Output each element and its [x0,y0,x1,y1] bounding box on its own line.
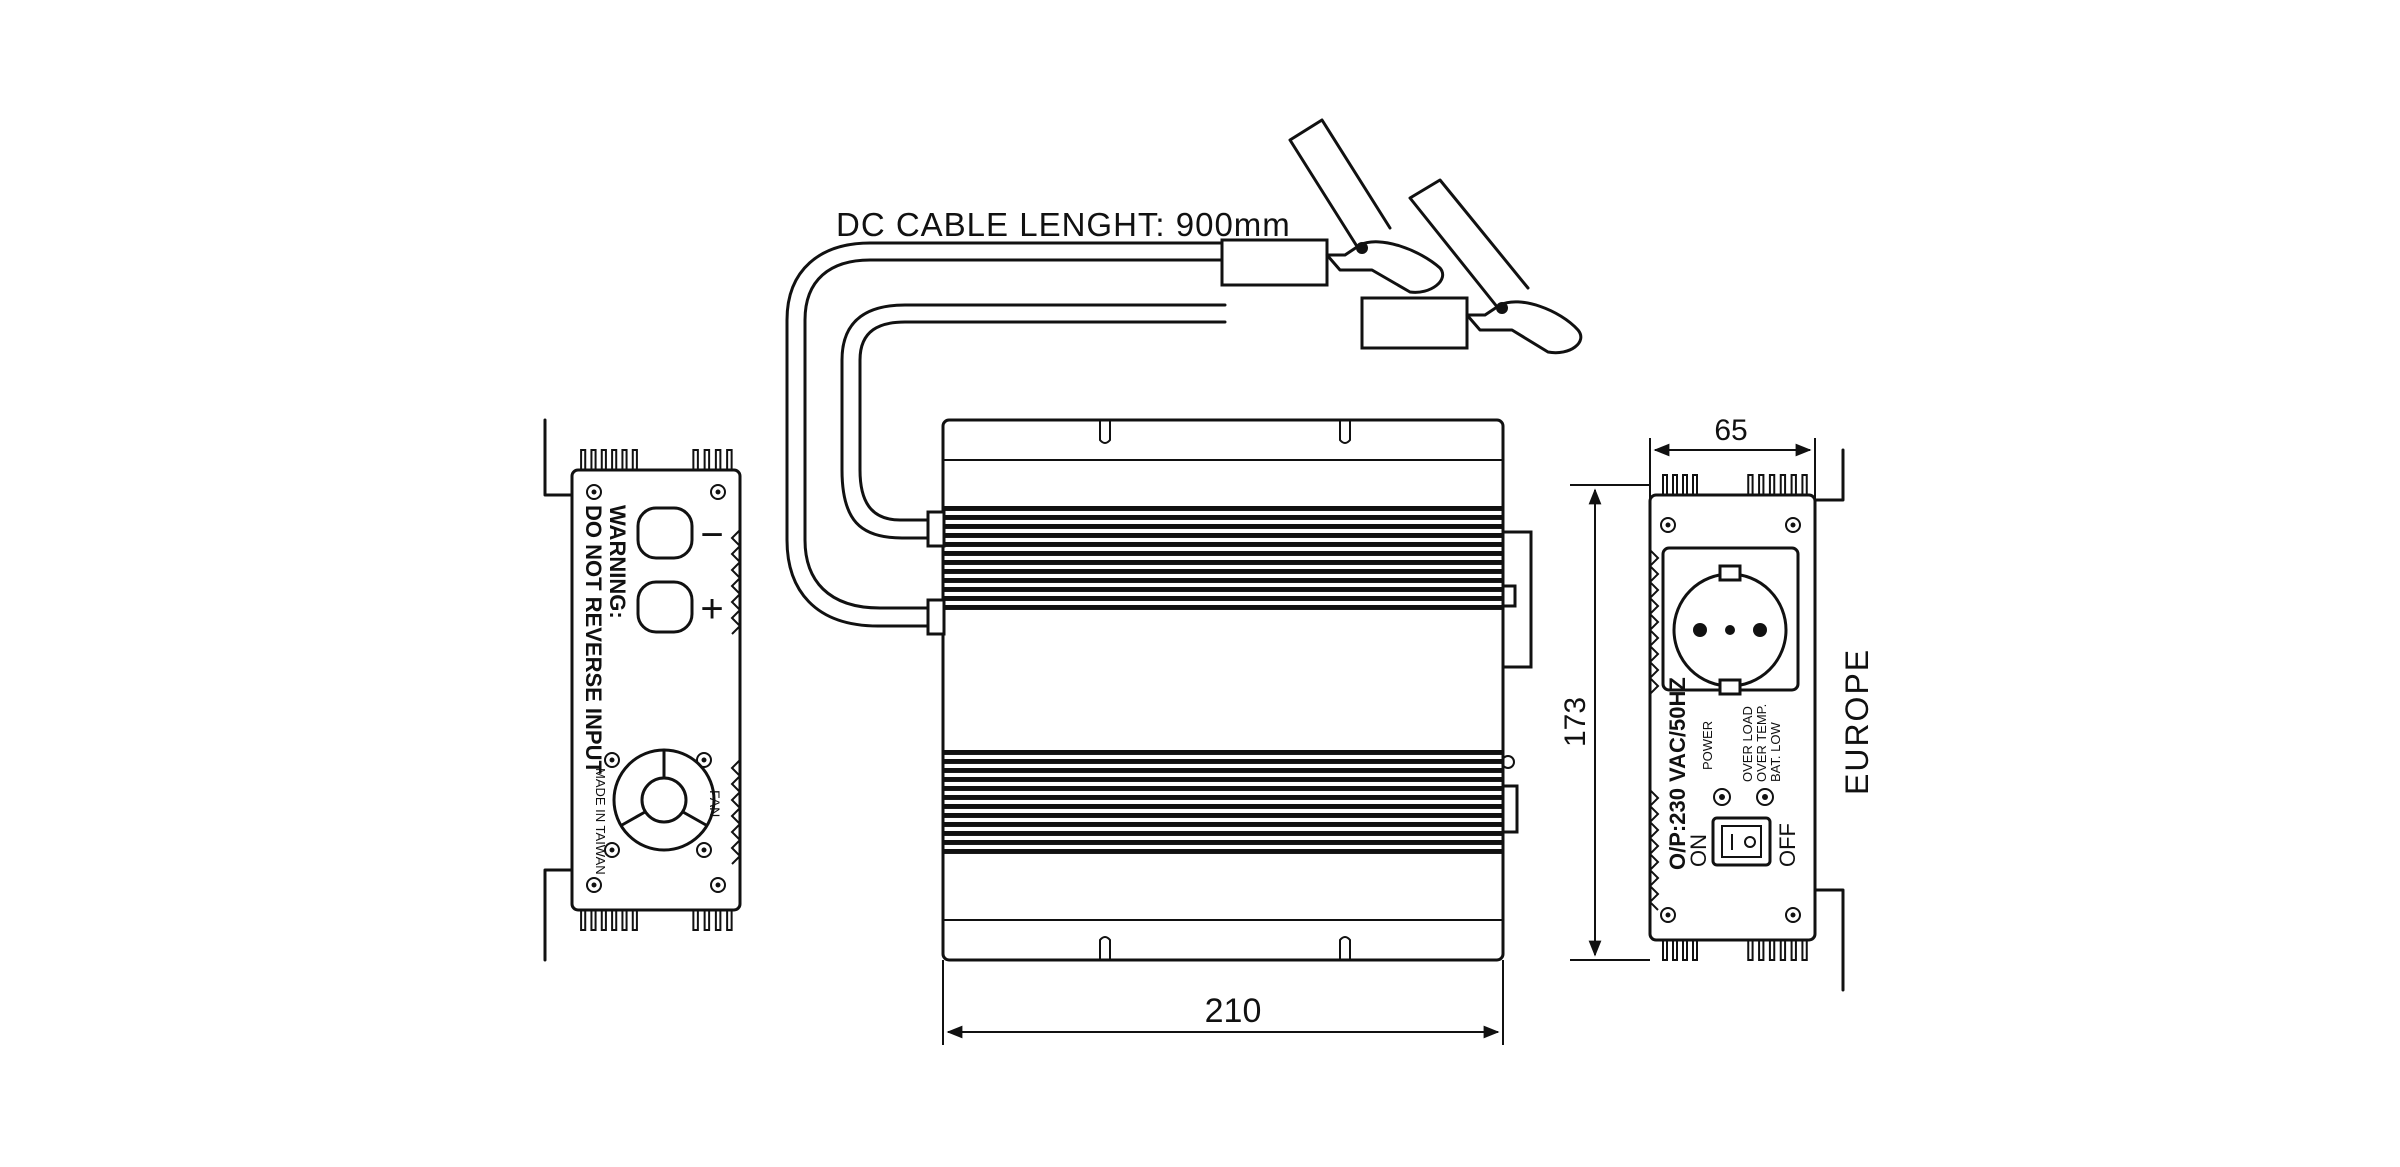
power-led-label: POWER [1700,721,1715,770]
height-dimension: 173 [1559,697,1592,747]
bat-low-label: BAT. LOW [1768,722,1783,782]
top-view: DC CABLE LENGHT: 900mm 210 [785,118,1583,1045]
over-load-label: OVER LOAD [1740,706,1755,782]
positive-terminal-icon [636,580,694,634]
warning-text: DO NOT REVERSE INPUT [581,505,606,774]
dc-input-end-view: − + WARNING: DO NOT REVERSE INPUT FAN MA… [543,418,742,962]
cable-length-label: DC CABLE LENGHT: 900mm [836,206,1291,243]
plus-sign: + [700,587,723,631]
ac-output-end-view: O/P:230 VAC/50HZ ON OFF POWER OVER LOAD … [1559,414,1875,992]
on-label: ON [1686,834,1711,867]
length-dimension: 210 [1205,992,1262,1030]
negative-terminal-icon [636,506,694,560]
warning-label: WARNING: [605,505,630,619]
fan-label: FAN [707,790,723,817]
status-led-icon [1713,788,1774,806]
width-dimension: 65 [1714,414,1747,447]
screw-icon [586,484,726,893]
minus-sign: − [700,513,723,557]
screw-icon [1660,517,1801,923]
off-label: OFF [1775,823,1800,867]
schuko-socket-icon [1661,546,1800,696]
battery-clamp-icon [1408,178,1583,355]
fan-icon [604,748,716,858]
battery-clamp-icon [1288,118,1444,294]
output-spec-label: O/P:230 VAC/50HZ [1665,677,1690,870]
made-in-label: MADE IN TAIWAN [593,768,608,875]
power-switch-icon [1711,816,1772,867]
over-temp-label: OVER TEMP. [1754,704,1769,782]
region-label: EUROPE [1839,648,1875,795]
